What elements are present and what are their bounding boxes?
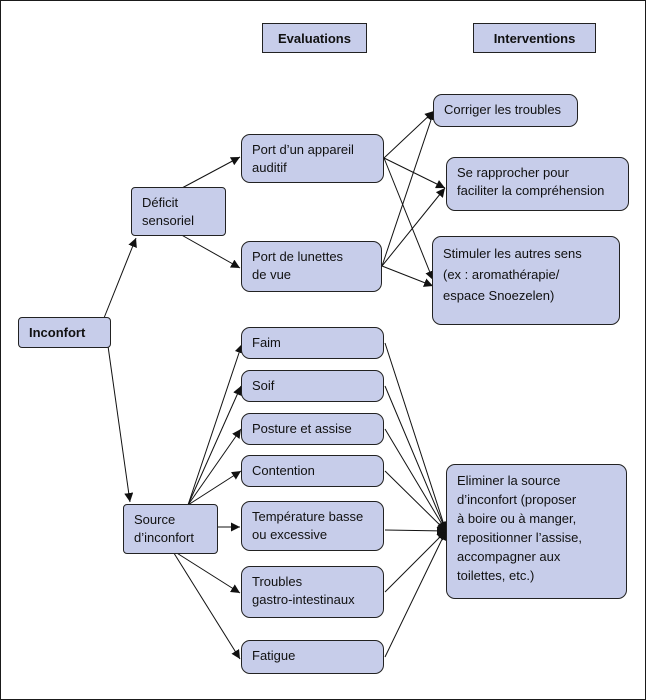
arrow-source-fatigue [171,549,241,660]
node-int-corriger: Corriger les troubles [433,94,578,127]
node-int-stimuler: Stimuler les autres sens (ex : aromathér… [432,236,620,325]
node-eval-troubles-gastro: Troubles gastro-intestinaux [241,566,384,618]
node-eval-contention: Contention [241,455,384,487]
arrow-auditif-corriger [383,110,435,159]
arrow-contention-eliminer [384,470,447,532]
arrow-source-troubles [171,549,241,594]
node-int-rapprocher: Se rapprocher pour faciliter la compréhe… [446,157,629,211]
node-eval-appareil-auditif: Port d’un appareil auditif [241,134,384,183]
node-eval-fatigue: Fatigue [241,640,384,674]
arrow-deficit-lunettes [177,232,241,269]
arrow-posture-eliminer [384,428,447,532]
arrow-auditif-rapprocher [383,157,446,189]
arrow-lunettes-rapprocher [381,187,446,267]
node-deficit-sensoriel: Déficit sensoriel [131,187,226,236]
node-eval-faim: Faim [241,327,384,359]
arrow-troubles-eliminer [384,530,447,593]
node-inconfort: Inconfort [18,317,111,348]
arrow-auditif-stimuler [383,157,434,281]
node-eval-soif: Soif [241,370,384,402]
arrow-lunettes-stimuler [381,265,434,287]
arrow-source-faim [187,343,244,506]
arrow-source-contention [187,470,242,506]
node-eval-lunettes: Port de lunettes de vue [241,241,382,292]
arrow-deficit-auditif [181,156,241,189]
node-int-eliminer-source: Eliminer la source d’inconfort (proposer… [446,464,627,599]
arrow-root-source [107,345,134,503]
arrow-soif-eliminer [384,385,447,532]
arrow-source-posture [187,428,242,506]
arrow-root-deficit [103,237,137,319]
node-eval-temperature: Température basse ou excessive [241,501,384,551]
arrow-source-soif [187,385,242,506]
header-interventions: Interventions [473,23,596,53]
arrow-temperature-eliminer [384,526,447,536]
node-eval-posture: Posture et assise [241,413,384,445]
header-evaluations: Evaluations [262,23,367,53]
arrow-lunettes-corriger [381,110,436,267]
arrow-faim-eliminer [384,342,448,532]
node-source-inconfort: Source d’inconfort [123,504,218,554]
arrow-fatigue-eliminer [384,530,447,658]
